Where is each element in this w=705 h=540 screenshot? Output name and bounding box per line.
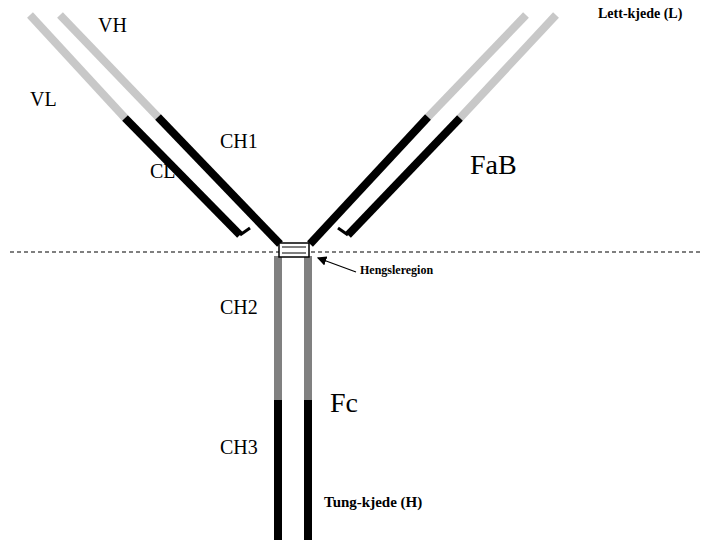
chain-label: Tung-kjede (H) (324, 494, 422, 511)
chain-label: Lett-kjede (L) (598, 6, 682, 21)
domain-label: CH2 (220, 296, 258, 318)
domain-label: CH3 (220, 436, 258, 458)
divider-line (10, 251, 700, 252)
hinge-bond (282, 253, 306, 254)
heavy-chain-variable (428, 15, 526, 117)
disulfide-bond (338, 228, 348, 235)
domain-label: VL (30, 88, 57, 110)
hinge-region (279, 243, 309, 257)
heavy-chain-ch3 (304, 400, 312, 540)
heavy-chain-ch2 (274, 256, 282, 400)
heavy-chain-ch1 (158, 117, 280, 244)
heavy-chain-variable (60, 15, 158, 117)
domain-label: CL (150, 160, 176, 182)
heavy-chain-ch3 (274, 400, 282, 540)
leader-line (318, 258, 356, 272)
disulfide-bond (240, 228, 250, 235)
heavy-chain-ch1 (310, 117, 428, 244)
fragment-label: FaB (470, 150, 517, 181)
domain-label: CH1 (220, 130, 258, 152)
hinge-label: Hengsleregion (360, 264, 433, 277)
hinge-bond (282, 247, 306, 248)
domain-label: VH (98, 14, 127, 36)
light-chain-constant (348, 118, 460, 235)
fragment-label: Fc (330, 388, 358, 419)
heavy-chain-ch2 (304, 256, 312, 400)
